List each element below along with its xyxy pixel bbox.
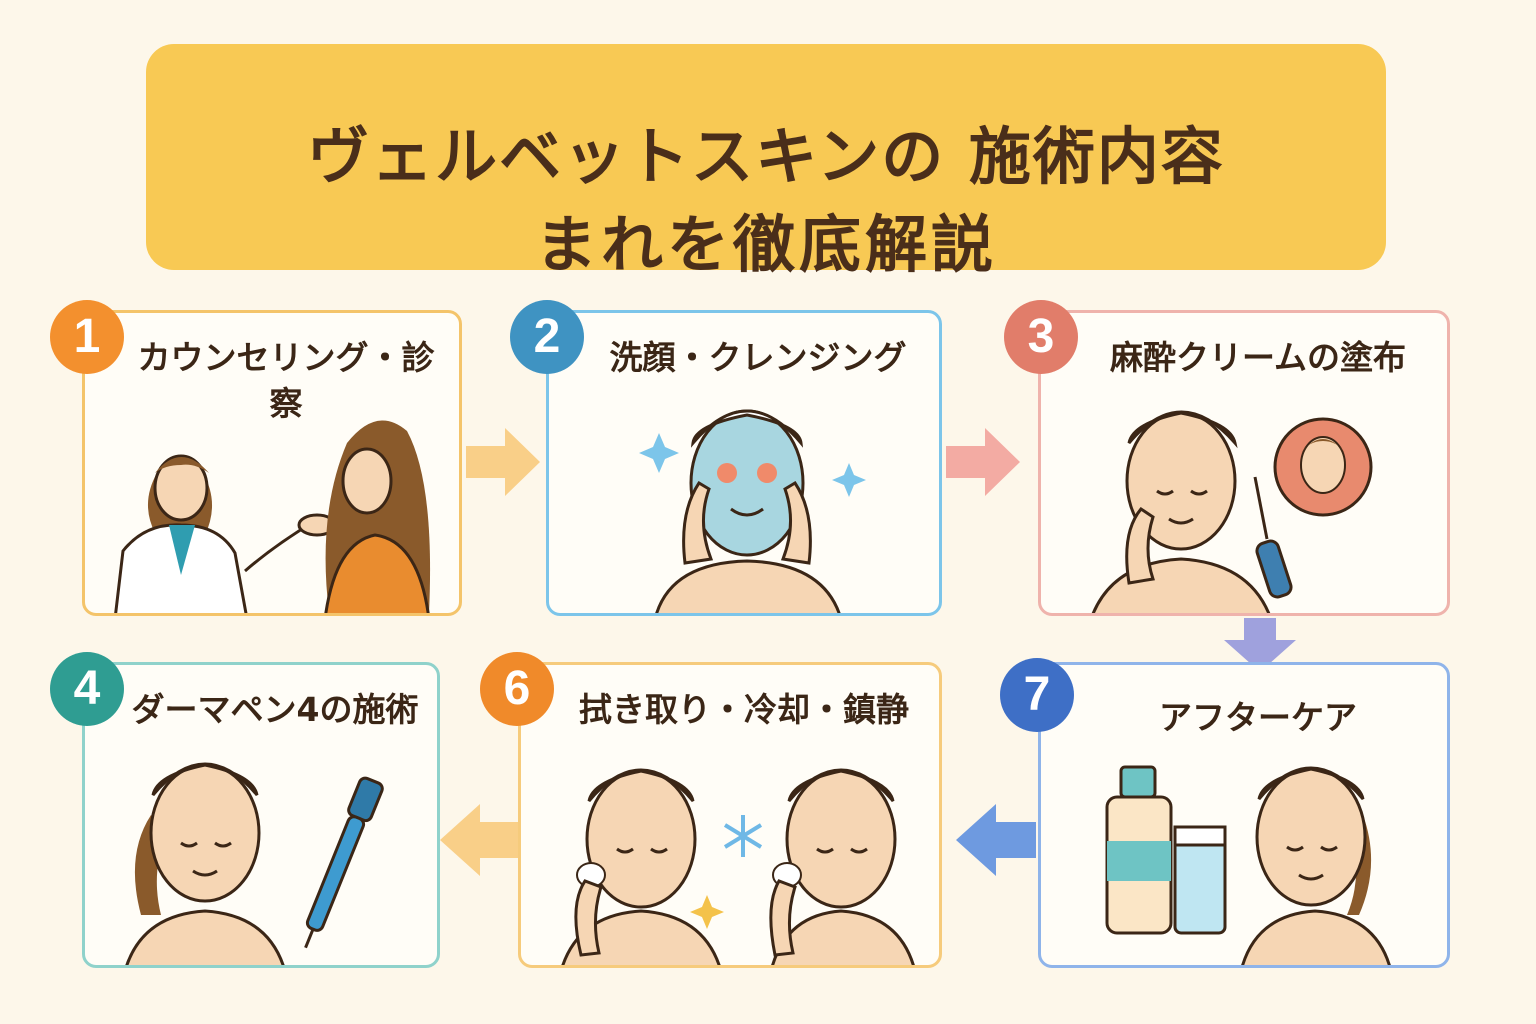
- step-card-counseling: カウンセリング・診察: [82, 310, 462, 616]
- counseling-illustration: [114, 420, 431, 613]
- step-badge-1: 1: [50, 300, 124, 374]
- step-badge-2: 2: [510, 300, 584, 374]
- step-label: 麻酔クリームの塗布: [1109, 338, 1406, 377]
- title-line-1: ヴェルベットスキンの 施術内容: [307, 120, 1225, 193]
- step-badge-7: 7: [1000, 658, 1074, 732]
- step-label: アフターケア: [1159, 698, 1357, 737]
- step-label: カウンセリング・診察: [137, 338, 435, 423]
- step-badge-3: 3: [1004, 300, 1078, 374]
- cleansing-illustration: [639, 409, 866, 613]
- step-label: ダーマペン4の施術: [131, 690, 419, 729]
- step-label: 洗顔・クレンジング: [609, 338, 907, 377]
- arrow-6-to-4: [440, 804, 518, 876]
- dermapen-illustration: [125, 762, 384, 965]
- step-card-cooling: 拭き取り・冷却・鎮静: [518, 662, 942, 968]
- step-card-aftercare: アフターケア: [1038, 662, 1450, 968]
- step-label: 拭き取り・冷却・鎮静: [579, 690, 909, 729]
- step-card-cleansing: 洗顔・クレンジング: [546, 310, 942, 616]
- step-card-dermapen: ダーマペン4の施術: [82, 662, 440, 968]
- snowflake-icon: [723, 815, 763, 857]
- numbing-cream-illustration: [1091, 410, 1373, 613]
- arrow-7-to-6: [956, 804, 1036, 876]
- title-banner: ヴェルベットスキンの 施術内容 まれを徹底解説: [146, 44, 1386, 281]
- step-badge-4: 4: [50, 652, 124, 726]
- arrow-2-to-3: [946, 428, 1020, 496]
- step-badge-6: 6: [480, 652, 554, 726]
- cooling-illustration: [561, 768, 915, 965]
- title-line-2: まれを徹底解説: [534, 208, 997, 281]
- arrow-1-to-2: [466, 428, 540, 496]
- aftercare-illustration: [1105, 765, 1391, 965]
- step-card-numbing-cream: 麻酔クリームの塗布: [1038, 310, 1450, 616]
